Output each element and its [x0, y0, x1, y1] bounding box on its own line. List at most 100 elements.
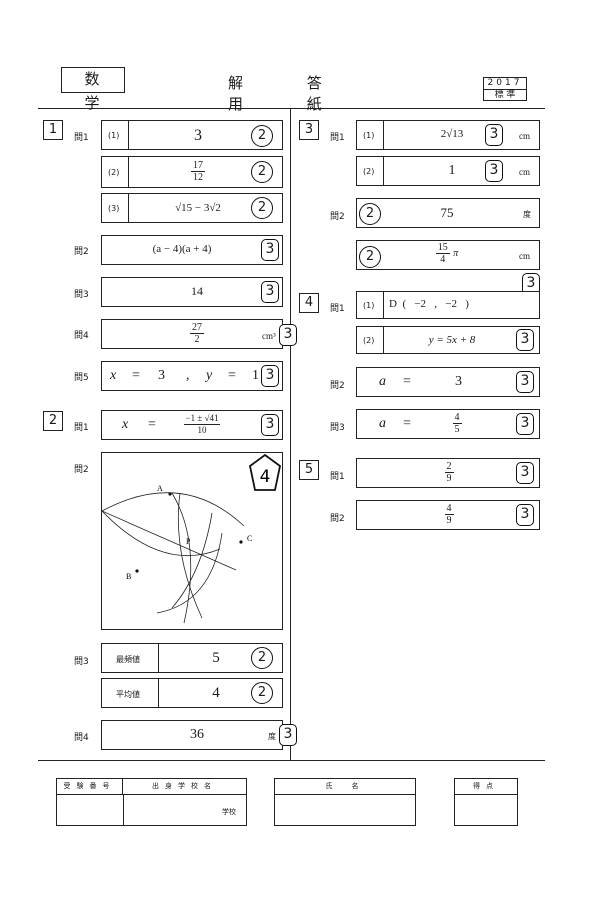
numerator: 4	[444, 503, 454, 515]
numerator: 2	[444, 461, 454, 473]
footer-divider	[123, 795, 124, 826]
s4-q3-label: 問3	[330, 423, 345, 433]
score-header: 得点	[455, 779, 517, 795]
x-value: 3	[158, 368, 165, 383]
bottom-rule	[38, 760, 545, 762]
x-variable: x	[110, 368, 117, 383]
mean-value: 4	[212, 685, 220, 701]
s1-q5-label: 問5	[74, 373, 89, 383]
score-box: 3	[279, 324, 297, 346]
arc-b	[177, 492, 203, 619]
section-1-number: 1	[43, 120, 63, 140]
score-circle: 2	[251, 682, 273, 704]
score-circle: 2	[251, 197, 273, 219]
score-box: 3	[261, 414, 279, 436]
equals-sign: =	[228, 368, 236, 383]
pi-symbol: π	[453, 248, 459, 259]
numerator: 15	[435, 242, 450, 254]
s3-q2-1-answer-box[interactable]: 75 度	[356, 198, 540, 228]
exam-number-header: 受験番号	[57, 779, 123, 795]
sub-label: (2)	[108, 168, 120, 177]
s4-q1-1-answer-box[interactable]: (1) D ( −2 , −2 )	[356, 291, 540, 319]
s4-q2-answer-box[interactable]: a = 3	[356, 367, 540, 397]
arc-d	[156, 532, 223, 614]
cell-divider	[383, 327, 384, 353]
exam-info-box: 受験番号 出身学校名 学校	[56, 778, 247, 826]
score-box: 3	[261, 239, 279, 261]
cell-divider	[383, 157, 384, 185]
denominator: 10	[197, 425, 207, 435]
s1-q1-label: 問1	[74, 133, 89, 143]
section-2-number: 2	[43, 411, 63, 431]
score-box: 3	[261, 281, 279, 303]
s4-q1-2-answer-box[interactable]: (2) y = 5x + 8	[356, 326, 540, 354]
score-box: 3	[485, 124, 503, 146]
arc-a	[171, 492, 192, 624]
point-a-dot	[168, 492, 172, 496]
answer-value: (a − 4)(a + 4)	[152, 243, 212, 255]
cell-divider	[383, 292, 384, 318]
score-circle: 2	[251, 125, 273, 147]
score-box: 3	[516, 504, 534, 526]
mean-label: 平均値	[116, 690, 140, 699]
equals-sign: =	[132, 368, 140, 383]
s3-q1-1-answer-box[interactable]: (1) 2√13 cm	[356, 120, 540, 150]
cell-divider	[128, 121, 129, 149]
score-box: 3	[516, 371, 534, 393]
equals-sign: =	[403, 416, 411, 431]
year-box: 2017 標 準	[483, 77, 527, 101]
answer-value: √15 − 3√2	[175, 202, 221, 214]
s1-q2-answer-box[interactable]: (a − 4)(a + 4)	[101, 235, 283, 265]
point-b-dot	[135, 569, 139, 573]
s5-q1-label: 問1	[330, 472, 345, 482]
name-box[interactable]: 氏 名	[274, 778, 416, 826]
unit-label: cm	[519, 167, 530, 177]
subject-box: 数 学	[61, 67, 125, 112]
s3-q1-2-answer-box[interactable]: (2) 1 cm	[356, 156, 540, 186]
point-c-dot	[239, 540, 243, 544]
point-p-label: P	[186, 537, 191, 546]
s2-q4-answer-box[interactable]: 36 度	[101, 720, 283, 750]
answer-value: 3	[455, 374, 462, 389]
sub-label: (3)	[108, 204, 120, 213]
score-box: 3	[516, 462, 534, 484]
s1-q1-3-answer-box[interactable]: (3) √15 − 3√2	[101, 193, 283, 223]
unit-label: 度	[523, 210, 531, 219]
s2-q1-label: 問1	[74, 423, 89, 433]
a-variable: a	[379, 374, 386, 389]
s3-q2-label: 問2	[330, 212, 345, 222]
numerator: 17	[191, 160, 205, 172]
score-box: 3	[261, 365, 279, 387]
year-label: 2017	[484, 78, 526, 90]
answer-value: 75	[440, 205, 454, 220]
unit-label: cm³	[262, 331, 276, 341]
s1-q3-answer-box[interactable]: 14	[101, 277, 283, 307]
denominator: 2	[194, 334, 200, 345]
score-total-box[interactable]: 得点	[454, 778, 518, 826]
s1-q5-answer-box[interactable]: x = 3 , y = 1	[101, 361, 283, 391]
score-value: 4	[260, 467, 271, 487]
point-c-label: C	[247, 534, 252, 543]
s2-q3-label: 問3	[74, 657, 89, 667]
answer-value: 14	[191, 284, 203, 298]
denominator: 12	[193, 172, 203, 183]
denominator: 5	[454, 424, 460, 435]
unit-label: cm	[519, 131, 530, 141]
section-5-number: 5	[299, 460, 319, 480]
arc-lower	[101, 510, 221, 557]
score-pentagon: 4	[249, 453, 281, 491]
header-rule	[38, 108, 545, 110]
a-variable: a	[379, 416, 386, 431]
equals-sign: =	[403, 374, 411, 389]
unit-label: 度	[268, 732, 276, 741]
